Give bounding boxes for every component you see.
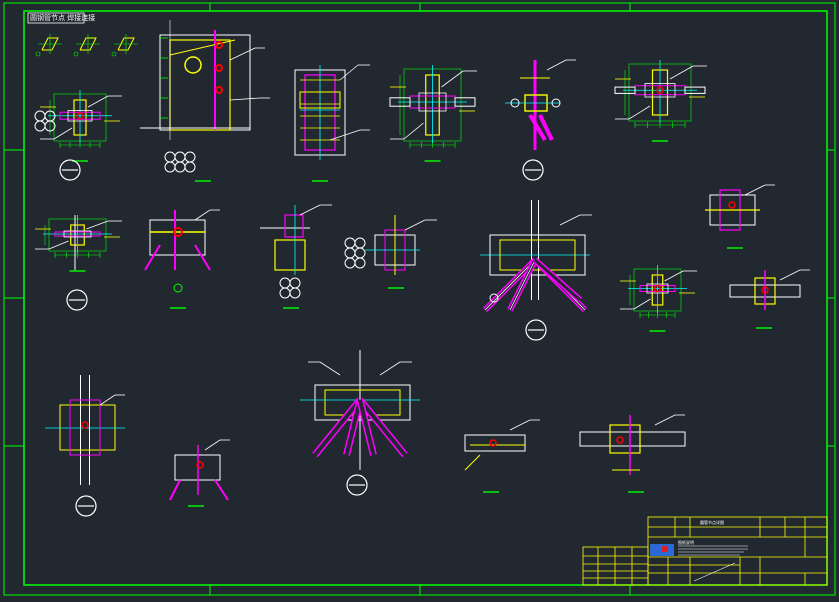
detail-k-node	[480, 200, 592, 341]
title-block-text-lines	[678, 545, 748, 582]
title-block-notes: 图纸说明	[678, 540, 694, 545]
detail-e	[505, 59, 576, 181]
detail-j	[344, 215, 437, 289]
drawing-frame	[3, 2, 836, 596]
detail-m	[705, 184, 775, 249]
detail-g	[35, 215, 122, 272]
detail-c	[294, 64, 370, 182]
detail-g-extras	[66, 215, 88, 311]
detail-a-extras	[34, 110, 81, 181]
detail-p	[169, 439, 230, 507]
detail-d	[389, 65, 477, 162]
detail-l	[620, 265, 697, 332]
detail-s	[579, 414, 686, 493]
drawing-title: 圆钢管节点 焊接连接	[30, 14, 96, 22]
detail-h	[144, 209, 220, 309]
title-block-heading: 圆管节点详图	[700, 520, 724, 525]
detail-i	[260, 204, 332, 309]
title-block	[582, 516, 828, 586]
detail-b-column	[140, 20, 270, 182]
detail-q-node	[300, 350, 420, 496]
title-block-logo	[650, 544, 674, 556]
detail-f	[614, 60, 707, 142]
detail-a	[40, 90, 122, 162]
drawing-title-box	[27, 12, 85, 24]
detail-n	[729, 269, 810, 329]
detail-r	[464, 419, 540, 493]
detail-o	[45, 375, 125, 517]
icon-detail-set	[35, 34, 138, 57]
